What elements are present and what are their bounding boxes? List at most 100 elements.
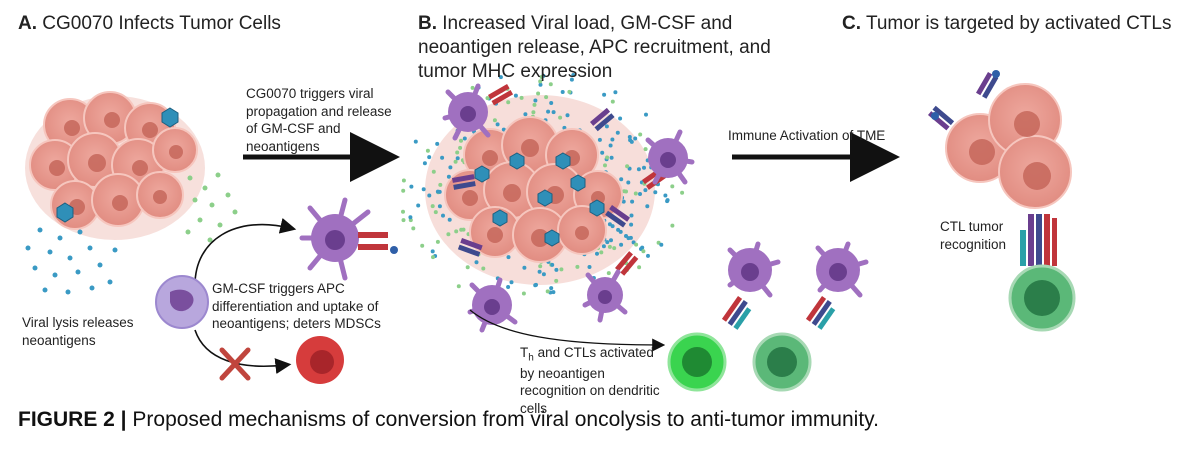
- dot: [634, 242, 639, 247]
- arrow-a-b-label: CG0070 triggers viral propagation and re…: [246, 86, 392, 154]
- dot: [485, 96, 490, 101]
- dot: [621, 199, 626, 204]
- tumor-cluster-c: [945, 83, 1072, 209]
- ctl-recognition-label: CTL tumor recognition: [940, 219, 1007, 252]
- dot: [422, 161, 427, 166]
- dot: [642, 165, 646, 170]
- dot: [656, 240, 661, 245]
- dot: [665, 198, 670, 203]
- dot: [606, 271, 611, 276]
- dot: [458, 145, 463, 150]
- dot: [453, 159, 458, 164]
- dot: [425, 148, 430, 153]
- neoantigen-dots: [25, 227, 118, 295]
- dot: [427, 155, 432, 160]
- t-cell-bright: [667, 332, 727, 392]
- virus-icon: [474, 152, 605, 247]
- dot: [633, 136, 638, 141]
- viral-lysis-label: Viral lysis releases neoantigens: [22, 315, 134, 348]
- dot: [546, 109, 551, 114]
- dot: [554, 267, 559, 272]
- dot: [416, 203, 421, 208]
- apc-dendritic-cell: [645, 129, 695, 185]
- panel-b-letter: B.: [418, 13, 437, 34]
- dot: [501, 127, 506, 132]
- dot: [498, 75, 503, 80]
- dot: [609, 238, 613, 243]
- dot: [401, 218, 406, 223]
- dot: [560, 90, 565, 94]
- dot: [618, 229, 623, 234]
- dot: [608, 143, 613, 148]
- dot: [646, 253, 650, 258]
- figure-caption-text: Proposed mechanisms of conversion from v…: [126, 408, 879, 431]
- dot: [597, 137, 602, 142]
- dot: [605, 240, 610, 245]
- dot: [629, 139, 634, 144]
- dot: [627, 135, 632, 139]
- panel-c-letter: C.: [842, 13, 861, 34]
- panel-a-title-text: CG0070 Infects Tumor Cells: [42, 13, 281, 34]
- dot: [636, 167, 641, 172]
- dot: [644, 112, 648, 117]
- dot: [431, 255, 435, 260]
- dot: [638, 192, 642, 196]
- dot: [670, 223, 675, 228]
- tumor-cluster-a: [25, 91, 238, 295]
- dot: [550, 262, 555, 267]
- figure-number: FIGURE 2 |: [18, 408, 127, 431]
- activation-arrow: [469, 309, 666, 352]
- apc-dendritic-cell: [467, 277, 518, 333]
- tcr-receptor-icon: [721, 296, 836, 330]
- dot: [587, 265, 592, 269]
- dot: [481, 266, 486, 271]
- dot: [456, 284, 461, 289]
- dot: [595, 251, 599, 256]
- dot: [536, 91, 541, 96]
- dot: [427, 193, 432, 198]
- dot: [506, 285, 511, 289]
- dot: [470, 85, 475, 90]
- dot: [602, 92, 607, 97]
- monocyte-cell: [155, 275, 209, 329]
- dot: [599, 250, 604, 255]
- dot: [633, 191, 638, 196]
- dot: [629, 213, 634, 218]
- dot: [420, 243, 425, 248]
- th-ctl-label: Th and CTLs activated by neoantigen reco…: [520, 344, 670, 417]
- dot: [495, 122, 500, 127]
- dot: [440, 155, 445, 160]
- dot: [618, 116, 623, 121]
- dot: [659, 242, 664, 247]
- mdsc-blocked-arrow: [194, 329, 292, 375]
- dot: [522, 265, 527, 270]
- mhc-receptor-icon: [928, 70, 1000, 131]
- dot: [680, 190, 685, 195]
- dot: [531, 110, 536, 115]
- dot: [549, 286, 554, 291]
- dot: [533, 283, 538, 288]
- dot: [408, 215, 413, 220]
- dot: [609, 155, 614, 160]
- dot: [626, 236, 631, 241]
- th-ctl-rest: and CTLs activated by neoantigen recogni…: [520, 345, 660, 416]
- t-cell-muted: [752, 332, 812, 392]
- tumor-cluster-b: [401, 73, 685, 296]
- panel-c-title-text: Tumor is targeted by activated CTLs: [865, 13, 1172, 34]
- dot: [638, 132, 643, 137]
- dot: [605, 155, 610, 160]
- dot: [653, 190, 658, 195]
- dot: [601, 244, 606, 249]
- dot: [603, 163, 607, 168]
- virus-icon: [56, 107, 179, 223]
- dot: [554, 278, 559, 283]
- dot: [559, 267, 564, 272]
- th-ctl-prefix: T: [520, 345, 529, 360]
- dot: [430, 249, 435, 254]
- dot: [545, 289, 550, 294]
- dot: [506, 255, 511, 260]
- dot: [435, 189, 440, 194]
- dot: [513, 93, 518, 98]
- dot: [448, 165, 453, 170]
